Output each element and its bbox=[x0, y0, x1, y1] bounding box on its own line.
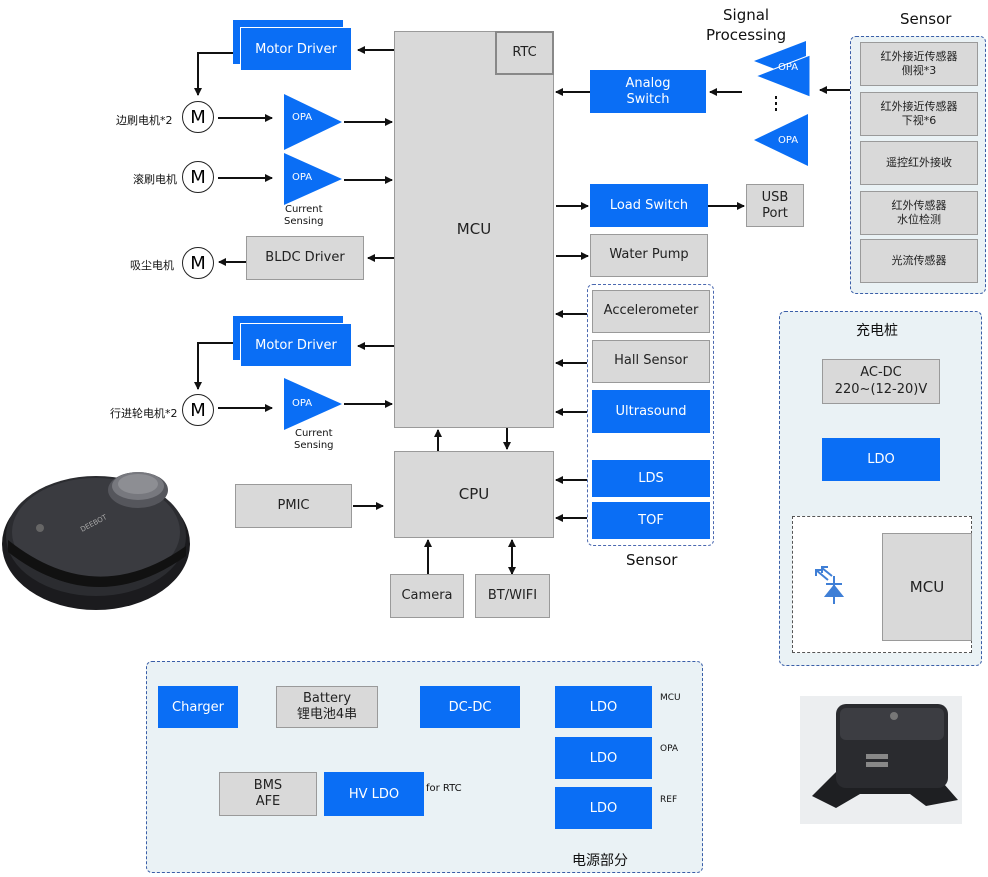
wheel-motor-icon: M bbox=[182, 394, 214, 426]
analog-switch: Analog Switch bbox=[590, 70, 706, 113]
load-switch: Load Switch bbox=[590, 184, 708, 227]
charging-station-title: 充电桩 bbox=[856, 323, 898, 339]
side-brush-motor-label: 边刷电机*2 bbox=[116, 114, 173, 127]
ldo-mcu-block: LDO bbox=[555, 686, 652, 728]
bt-wifi-block: BT/WIFI bbox=[475, 574, 550, 618]
charging-mcu: MCU bbox=[882, 533, 972, 641]
ldo-ref-block: LDO bbox=[555, 787, 652, 829]
hall-sensor: Hall Sensor bbox=[592, 340, 710, 383]
vacuum-motor-icon: M bbox=[182, 247, 214, 279]
remote-ir-receiver: 遥控红外接收 bbox=[860, 141, 978, 185]
sensor-title-right: Sensor bbox=[900, 10, 952, 28]
roller-brush-motor-label: 滚刷电机 bbox=[133, 173, 177, 186]
tof: TOF bbox=[592, 502, 710, 539]
charging-ldo: LDO bbox=[822, 438, 940, 481]
for-rtc-label: for RTC bbox=[426, 783, 462, 794]
out-opa-label: OPA bbox=[660, 744, 679, 754]
ac-dc-block: AC-DC 220~(12-20)V bbox=[822, 359, 940, 404]
robot-vacuum-image: DEEBOT bbox=[2, 472, 190, 610]
motor-driver-2: Motor Driver bbox=[240, 323, 352, 367]
signal-opa-1-icon bbox=[754, 41, 811, 98]
signal-opa-1-label: OPA bbox=[778, 62, 799, 73]
opa-side-brush-label: OPA bbox=[292, 112, 313, 123]
opa-wheel-icon bbox=[284, 378, 342, 430]
signal-processing-title: Signal Processing bbox=[706, 6, 787, 44]
wheel-motor-label: 行进轮电机*2 bbox=[110, 407, 178, 420]
current-sensing-label-2: Current Sensing bbox=[294, 428, 334, 451]
ultrasound: Ultrasound bbox=[592, 390, 710, 433]
opa-side-brush-icon bbox=[284, 94, 342, 150]
accelerometer: Accelerometer bbox=[592, 290, 710, 333]
charger-block: Charger bbox=[158, 686, 238, 728]
roller-brush-motor-icon: M bbox=[182, 161, 214, 193]
opa-roller-label: OPA bbox=[292, 172, 313, 183]
out-mcu-label: MCU bbox=[660, 693, 681, 703]
power-section-title: 电源部分 bbox=[572, 853, 628, 869]
vacuum-motor-label: 吸尘电机 bbox=[130, 259, 174, 272]
ir-proximity-down-sensor: 红外接近传感器 下视*6 bbox=[860, 92, 978, 136]
motor-driver-1: Motor Driver bbox=[240, 27, 352, 71]
battery-block: Battery 锂电池4串 bbox=[276, 686, 378, 728]
current-sensing-label-1: Current Sensing bbox=[284, 204, 324, 227]
cpu-block: CPU bbox=[394, 451, 554, 538]
hv-ldo-block: HV LDO bbox=[324, 772, 424, 816]
ir-water-level-sensor: 红外传感器 水位检测 bbox=[860, 191, 978, 235]
lds: LDS bbox=[592, 460, 710, 497]
optical-flow-sensor: 光流传感器 bbox=[860, 239, 978, 283]
charging-dock-image bbox=[800, 696, 962, 824]
rtc-block: RTC bbox=[495, 31, 554, 75]
water-pump: Water Pump bbox=[590, 234, 708, 277]
side-brush-motor-icon: M bbox=[182, 101, 214, 133]
pmic-block: PMIC bbox=[235, 484, 352, 528]
bms-afe-block: BMS AFE bbox=[219, 772, 317, 816]
ir-led-icon bbox=[815, 566, 845, 604]
sensor-title-middle: Sensor bbox=[626, 551, 678, 569]
ldo-opa-block: LDO bbox=[555, 737, 652, 779]
usb-port: USB Port bbox=[746, 184, 804, 227]
dc-dc-block: DC-DC bbox=[420, 686, 520, 728]
bldc-driver: BLDC Driver bbox=[246, 236, 364, 280]
opa-wheel-label: OPA bbox=[292, 398, 313, 409]
out-ref-label: REF bbox=[660, 795, 678, 805]
signal-opa-2-icon bbox=[754, 114, 808, 166]
signal-opa-2-label: OPA bbox=[778, 135, 799, 146]
camera-block: Camera bbox=[390, 574, 464, 618]
ir-proximity-side-sensor: 红外接近传感器 侧视*3 bbox=[860, 42, 978, 86]
opa-roller-icon bbox=[284, 153, 342, 205]
mcu-block: MCU bbox=[394, 31, 554, 428]
